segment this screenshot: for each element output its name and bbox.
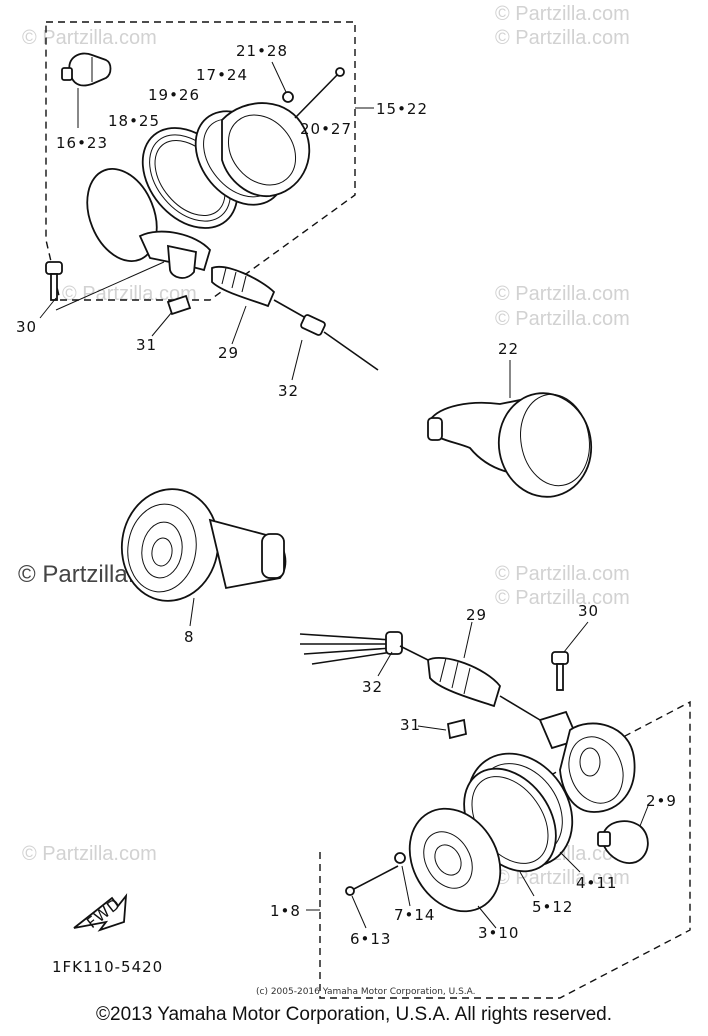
leader-line	[519, 871, 535, 897]
stay-bracket-icon	[138, 230, 212, 279]
leader-line	[477, 905, 497, 929]
lamp-housing-icon	[221, 102, 311, 197]
part-label: 30	[578, 602, 599, 620]
part-label: 6•13	[350, 930, 391, 948]
part-label: 31	[136, 336, 157, 354]
small-copyright: (c) 2005-2016 Yamaha Motor Corporation, …	[256, 987, 476, 997]
nut-icon	[446, 718, 468, 740]
part-label: 15•22	[376, 100, 428, 118]
part-label: 31	[400, 716, 421, 734]
watermark: © Partzilla.com	[495, 587, 630, 609]
part-label: 5•12	[532, 898, 573, 916]
bolt-icon	[551, 651, 569, 691]
watermark: © Partzilla.com	[22, 27, 157, 49]
turn-signal-lamp-icon	[427, 392, 593, 498]
part-label: 2•9	[646, 792, 677, 810]
part-label: 22	[498, 340, 519, 358]
leader-line	[639, 805, 649, 827]
socket-wire-icon	[211, 265, 379, 371]
socket-icon	[427, 657, 541, 721]
screw-icon	[345, 865, 399, 896]
part-label: 21•28	[236, 42, 288, 60]
part-label: 20•27	[300, 120, 352, 138]
leader-line	[463, 621, 473, 659]
leader-line	[377, 651, 393, 677]
leader-line	[151, 311, 173, 337]
watermark: © Partzilla.com	[495, 308, 630, 330]
leader-line	[39, 297, 57, 319]
leader-line	[559, 851, 581, 873]
leader-line	[351, 895, 367, 929]
part-label: 16•23	[56, 134, 108, 152]
diagram-code: 1FK110-5420	[52, 958, 163, 976]
watermark: © Partzilla.com	[22, 843, 157, 865]
leader-line	[231, 305, 247, 345]
lamp-housing-icon	[538, 710, 636, 813]
leader-line	[189, 597, 195, 627]
bulb-icon	[61, 52, 112, 87]
watermark: © Partzilla.com	[62, 283, 197, 305]
watermark: © Partzilla.com	[495, 283, 630, 305]
lens-icon	[86, 168, 158, 262]
watermark: © Partzilla.com	[495, 867, 630, 889]
footer-copyright: ©2013 Yamaha Motor Corporation, U.S.A. A…	[96, 1004, 612, 1025]
part-label: 29	[466, 606, 487, 624]
watermark: © Partzilla.com	[495, 563, 630, 585]
lens-icon	[408, 807, 502, 913]
leader-line	[401, 865, 411, 907]
leader-line	[563, 621, 589, 653]
bolt-icon	[45, 261, 63, 301]
part-label: 19•26	[148, 86, 200, 104]
watermark: © Partzilla.com	[495, 3, 630, 25]
forward-arrow-icon: FWD	[73, 893, 128, 932]
watermark-group: © Partzilla.com © Partzilla.com © Partzi…	[18, 3, 630, 889]
part-label: 1•8	[270, 902, 301, 920]
part-label: 18•25	[108, 112, 160, 130]
washer-icon	[394, 852, 406, 864]
part-label: 30	[16, 318, 37, 336]
turn-signal-lamp-icon	[120, 488, 287, 602]
part-label: 29	[218, 344, 239, 362]
leader-line	[271, 61, 287, 93]
lower-assembly-boundary	[319, 700, 691, 999]
leader-line	[55, 261, 165, 311]
watermark: © Partzilla.com	[495, 27, 630, 49]
upper-assembly-boundary	[45, 21, 356, 301]
nut-icon	[166, 294, 192, 316]
part-label: 4•11	[576, 874, 617, 892]
wire-harness-icon	[299, 631, 429, 665]
leader-line	[291, 339, 303, 381]
part-labels: 16•23 18•25 19•26 17•24 21•28 20•27 15•2…	[16, 42, 677, 948]
leader-line	[417, 725, 447, 731]
screw-icon	[294, 67, 345, 119]
part-label: 32	[278, 382, 299, 400]
part-label: 7•14	[394, 906, 435, 924]
bulb-icon	[597, 820, 649, 864]
part-label: 8	[184, 628, 195, 646]
part-label: 32	[362, 678, 383, 696]
part-label: 3•10	[478, 924, 519, 942]
nut-icon	[282, 91, 294, 103]
part-label: 17•24	[196, 66, 248, 84]
